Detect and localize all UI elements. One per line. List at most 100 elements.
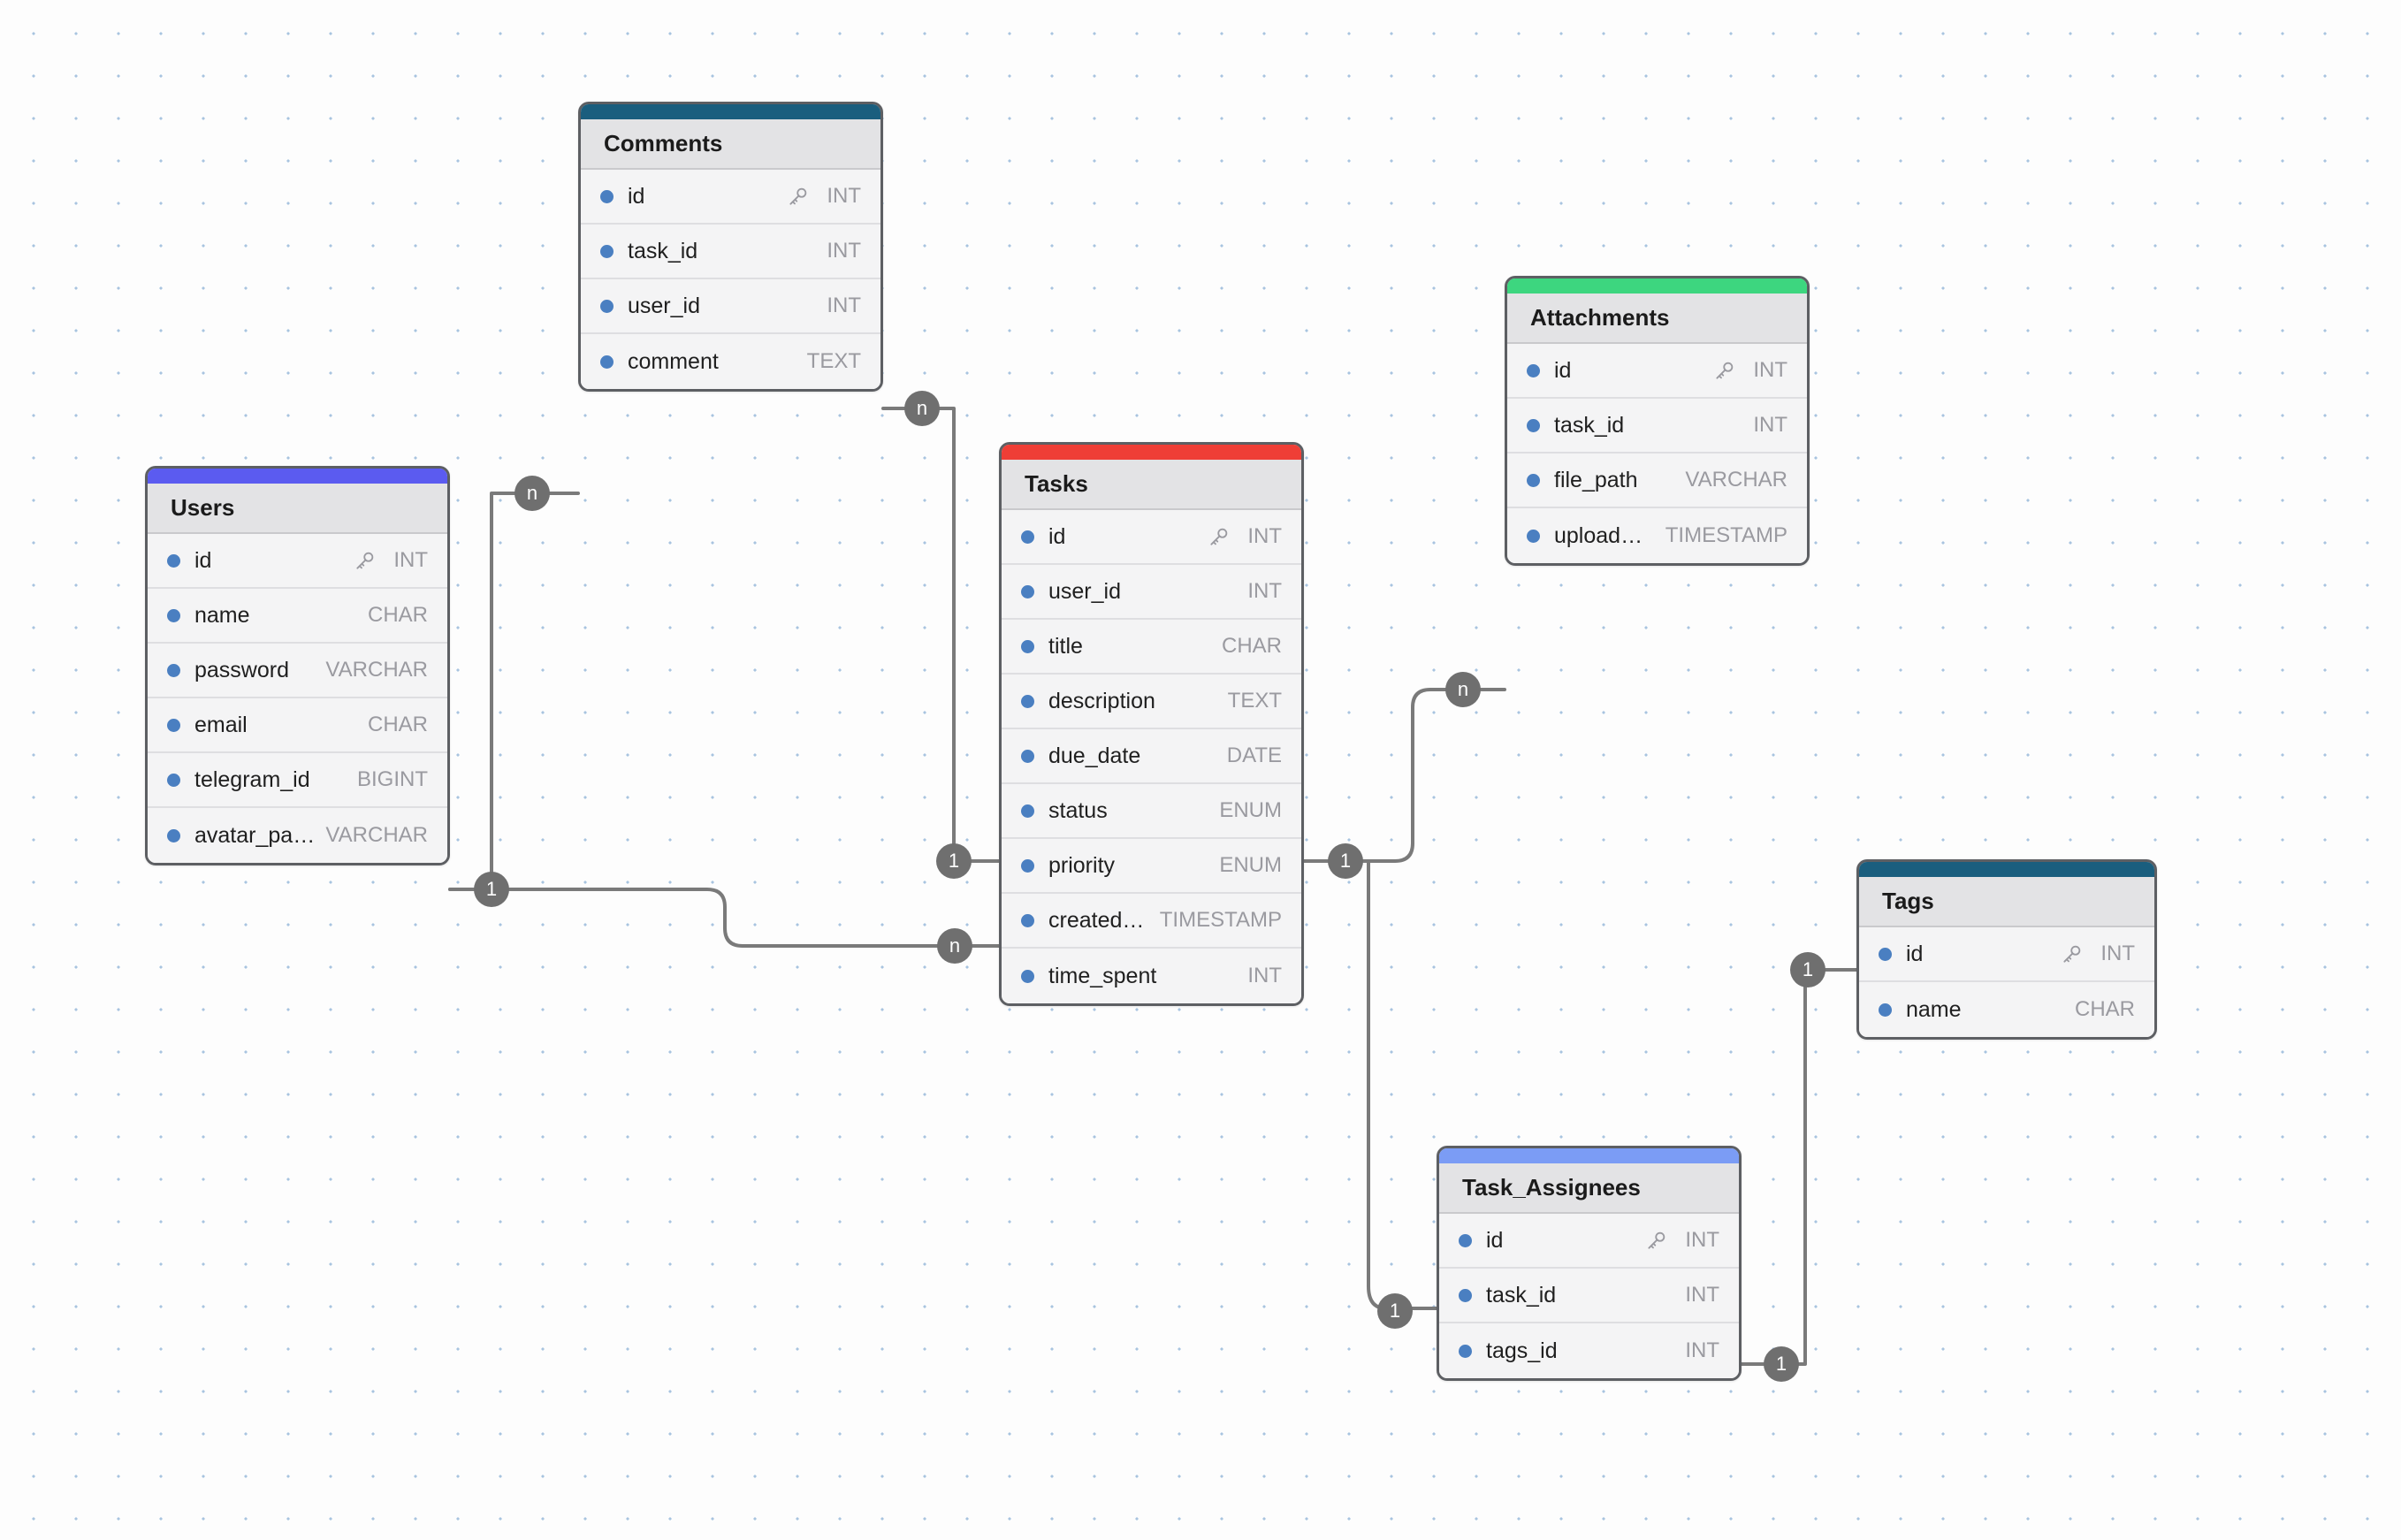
field-type: CHAR [367, 713, 428, 736]
field-bullet-icon [167, 718, 180, 732]
table-title-users: Users [148, 484, 447, 534]
field-bullet-icon [1021, 639, 1034, 653]
field-name: name [1906, 996, 1962, 1022]
field-name: upload… [1554, 522, 1643, 548]
field-bullet-icon [167, 828, 180, 842]
table-field-row[interactable]: password VARCHAR [148, 644, 447, 698]
table-field-row[interactable]: status ENUM [1002, 784, 1301, 839]
relationship-line-users-comments [448, 492, 580, 891]
key-icon [1208, 525, 1231, 548]
field-name: comment [628, 348, 719, 374]
field-type: VARCHAR [325, 658, 428, 682]
field-type: CHAR [1221, 634, 1282, 658]
key-icon [1645, 1229, 1668, 1252]
field-bullet-icon [1459, 1233, 1472, 1247]
field-type: INT [1247, 964, 1282, 987]
field-name: user_id [628, 293, 700, 318]
field-type: TEXT [806, 349, 861, 373]
cardinality-badge-n[interactable]: n [514, 476, 550, 511]
cardinality-badge-1[interactable]: 1 [474, 872, 509, 907]
cardinality-badge-n[interactable]: n [904, 391, 940, 426]
table-field-row[interactable]: task_id INT [581, 225, 880, 279]
field-name: id [628, 183, 645, 209]
field-name: task_id [628, 238, 698, 263]
relationship-line-tags-taskassignees [1740, 968, 1858, 1366]
table-field-row[interactable]: avatar_pa…VARCHAR [148, 808, 447, 863]
field-bullet-icon [1527, 418, 1540, 432]
field-type: TIMESTAMP [1665, 523, 1787, 547]
field-name: id [194, 547, 212, 573]
field-bullet-icon [167, 773, 180, 787]
table-field-row[interactable]: upload… TIMESTAMP [1507, 508, 1807, 563]
field-type: ENUM [1219, 798, 1282, 822]
field-bullet-icon [1459, 1288, 1472, 1302]
field-bullet-icon [1021, 969, 1034, 983]
table-field-row[interactable]: comment TEXT [581, 334, 880, 389]
cardinality-badge-1[interactable]: 1 [1328, 843, 1363, 879]
cardinality-badge-1[interactable]: 1 [1764, 1346, 1799, 1382]
field-name: telegram_id [194, 766, 310, 792]
table-title-tasks: Tasks [1002, 460, 1301, 510]
field-type: INT [1247, 579, 1282, 603]
field-name: status [1048, 797, 1108, 823]
cardinality-badge-1[interactable]: 1 [936, 843, 972, 879]
field-name: id [1048, 523, 1066, 549]
field-type: INT [827, 239, 861, 263]
field-type: TEXT [1227, 689, 1282, 713]
field-name: id [1906, 941, 1924, 966]
field-name: password [194, 657, 289, 682]
cardinality-badge-n[interactable]: n [1445, 672, 1481, 707]
field-bullet-icon [1021, 694, 1034, 708]
field-name: task_id [1554, 412, 1625, 438]
field-name: file_path [1554, 467, 1638, 492]
field-type: INT [1753, 358, 1787, 382]
table-title-attachments: Attachments [1507, 294, 1807, 344]
field-name: priority [1048, 852, 1116, 878]
field-type: CHAR [367, 603, 428, 627]
field-type: INT [1685, 1338, 1719, 1362]
relationship-line-tasks-taskassignees [1344, 859, 1438, 1310]
field-bullet-icon [1527, 473, 1540, 487]
field-bullet-icon [167, 553, 180, 568]
table-field-row[interactable]: created…TIMESTAMP [1002, 894, 1301, 949]
field-bullet-icon [167, 663, 180, 677]
table-accent-bar-tasks [1002, 445, 1301, 460]
cardinality-badge-1[interactable]: 1 [1790, 952, 1826, 987]
cardinality-badge-1[interactable]: 1 [1377, 1293, 1413, 1329]
key-icon [2061, 942, 2084, 965]
cardinality-badge-n[interactable]: n [937, 928, 972, 964]
field-bullet-icon [1527, 529, 1540, 543]
table-accent-bar-task_assignees [1439, 1148, 1739, 1163]
